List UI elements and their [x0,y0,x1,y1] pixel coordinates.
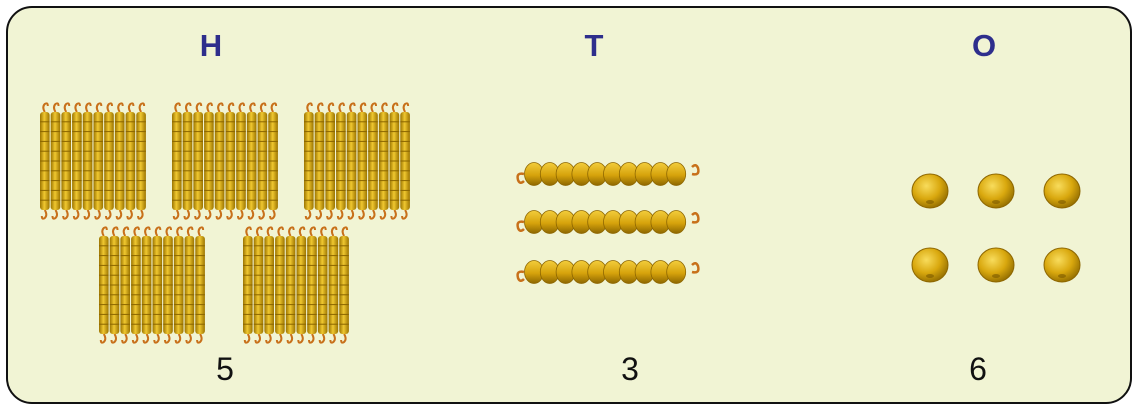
hundred-square [304,102,410,220]
unit-bead [911,173,949,209]
unit-bead [911,247,949,283]
ten-bar [516,260,700,284]
ten-bar [516,162,700,186]
hundred-squares [40,102,410,344]
ten-bars [516,162,700,284]
heading-tens: T [584,28,604,63]
hundred-square [172,102,278,220]
ten-bar [516,210,700,234]
count-tens: 3 [621,351,639,387]
unit-bead [977,247,1015,283]
heading-hundreds: H [199,28,223,63]
unit-bead [977,173,1015,209]
hundred-square [243,226,349,344]
hundred-square [40,102,146,220]
unit-bead [1043,247,1081,283]
count-ones: 6 [969,351,987,387]
heading-ones: O [971,28,997,63]
unit-bead [1043,173,1081,209]
count-hundreds: 5 [216,351,234,387]
unit-beads [911,173,1081,283]
hundred-square [99,226,205,344]
